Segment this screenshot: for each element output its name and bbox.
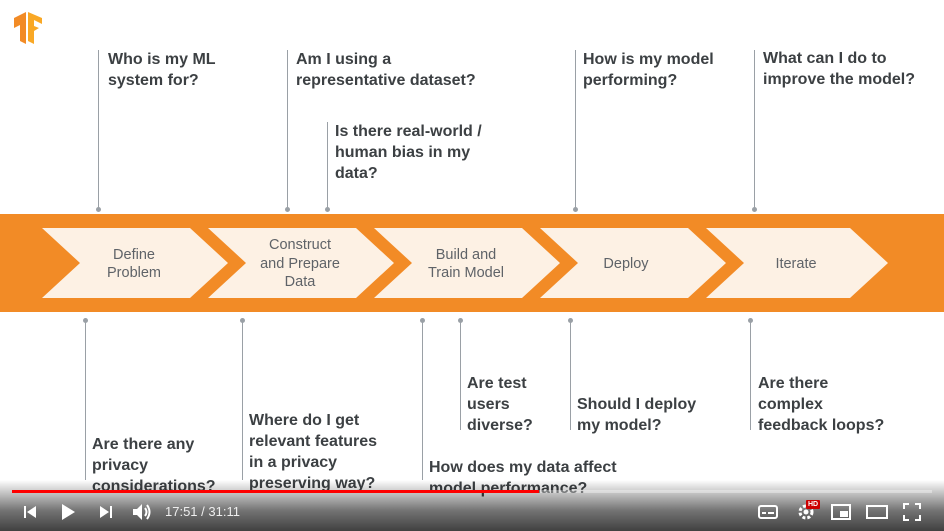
play-icon — [62, 504, 75, 520]
connector-line — [98, 50, 99, 210]
current-time: 17:51 — [165, 504, 198, 519]
question-ml-system-for: Who is my ML system for? — [108, 51, 216, 89]
settings-button[interactable]: HD — [792, 500, 821, 524]
stage-label-build-train: Build and Train Model — [427, 246, 505, 282]
miniplayer-icon — [831, 504, 851, 520]
chevron-build-train — [374, 228, 560, 298]
previous-icon — [24, 506, 36, 518]
previous-button[interactable] — [18, 500, 42, 524]
subtitles-icon — [758, 505, 778, 519]
stage-label-iterate: Iterate — [775, 255, 817, 272]
fullscreen-icon — [903, 503, 921, 521]
connector-dot — [573, 207, 578, 212]
next-icon — [100, 506, 112, 518]
question-human-bias: Is there real-world / human bias in my d… — [335, 123, 482, 182]
volume-icon — [133, 504, 151, 520]
chevron-deploy — [540, 228, 726, 298]
connector-line — [750, 320, 751, 430]
question-relevant-features: Where do I get relevant features in a pr… — [249, 412, 378, 492]
volume-button[interactable] — [130, 500, 154, 524]
player-controls — [0, 480, 944, 531]
progress-played — [12, 490, 539, 493]
connector-line — [287, 50, 288, 210]
connector-line — [754, 50, 755, 210]
connector-dot — [96, 207, 101, 212]
miniplayer-button[interactable] — [828, 500, 854, 524]
question-deploy-model: Should I deploy my model? — [577, 396, 697, 434]
question-feedback-loops: Are there complex feedback loops? — [758, 375, 885, 434]
progress-bar[interactable] — [12, 490, 932, 493]
theater-icon — [866, 505, 888, 519]
question-model-performing: How is my model performing? — [583, 51, 714, 89]
connector-line — [570, 320, 571, 430]
connector-dot — [285, 207, 290, 212]
chevron-define-problem — [42, 228, 228, 298]
connector-line — [85, 320, 86, 480]
connector-dot — [752, 207, 757, 212]
stage-label-deploy: Deploy — [603, 255, 649, 272]
question-test-users-diverse: Are test users diverse? — [467, 375, 533, 434]
duration: 31:11 — [208, 504, 240, 519]
question-representative-dataset: Am I using a representative dataset? — [296, 51, 476, 89]
connector-line — [422, 320, 423, 480]
connector-line — [242, 320, 243, 480]
next-button[interactable] — [94, 500, 118, 524]
fullscreen-button[interactable] — [900, 500, 924, 524]
tensorflow-logo-icon — [14, 12, 42, 44]
chevron-iterate — [706, 228, 888, 298]
connector-line — [575, 50, 576, 210]
process-chevrons — [42, 228, 888, 298]
connector-line — [460, 320, 461, 430]
hd-badge: HD — [806, 500, 821, 509]
connector-line — [327, 122, 328, 210]
time-display: 17:51 / 31:11 — [165, 503, 240, 521]
stage-label-construct-data: Construct and Prepare Data — [260, 237, 340, 291]
theater-button[interactable] — [864, 500, 890, 524]
stage-label-define-problem: Define Problem — [107, 246, 161, 282]
chevron-construct-data — [208, 228, 394, 298]
time-separator: / — [197, 504, 209, 519]
subtitles-button[interactable] — [756, 500, 780, 524]
question-improve-model: What can I do to improve the model? — [763, 50, 916, 88]
connector-dot — [325, 207, 330, 212]
play-button[interactable] — [55, 500, 81, 524]
